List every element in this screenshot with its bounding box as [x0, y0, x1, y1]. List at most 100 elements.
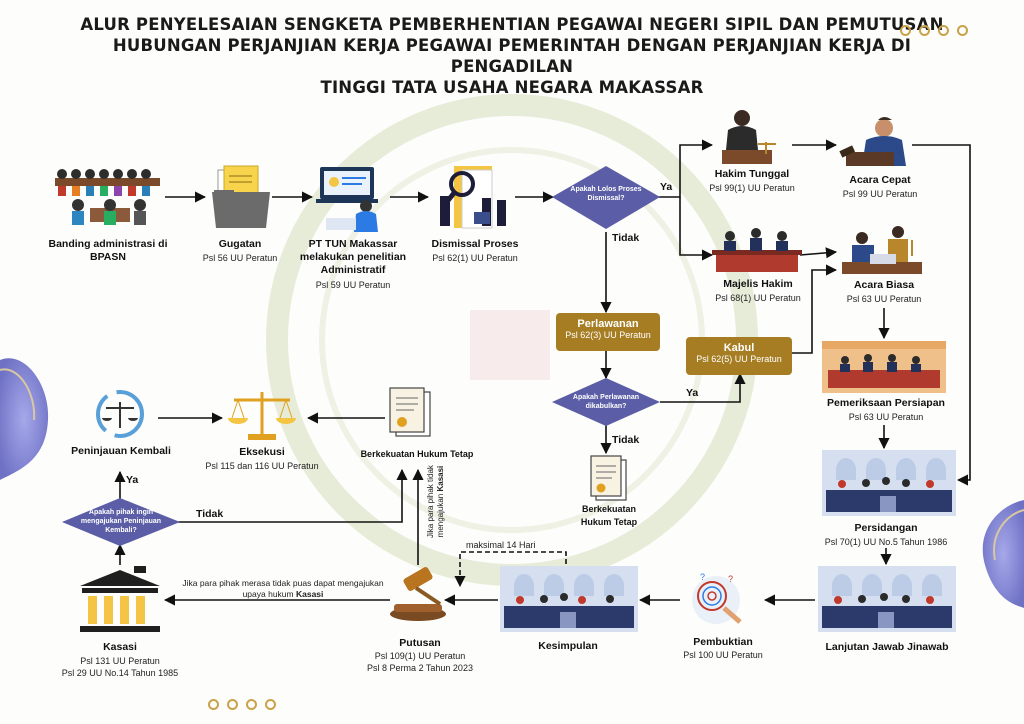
diamond-perlawanan	[552, 378, 660, 426]
node-kabul-ref: Psl 62(5) UU Peratun	[696, 354, 782, 364]
edge-note-kasasi-text: upaya hukum	[242, 589, 296, 599]
svg-text:?: ?	[700, 572, 705, 582]
title-line-3: TINGGI TATA USAHA NEGARA MAKASSAR	[320, 78, 704, 97]
edge-note-vertical-bold: Kasasi	[436, 465, 445, 492]
decision-pk-text: Apakah pihak ingin mengajukan Peninjauan…	[80, 509, 162, 534]
node-majelis-ref: Psl 68(1) UU Peratun	[715, 293, 801, 303]
edge-label-ya-pk: Ya	[126, 474, 139, 486]
courtroom-persidangan-icon	[822, 450, 956, 516]
node-persidangan-label: Persidangan	[854, 522, 918, 534]
node-pttun-label: PT TUN Makassar melakukan penelitian Adm…	[299, 238, 407, 276]
node-lanjutan-label: Lanjutan Jawab Jinawab	[825, 641, 949, 653]
node-acara-biasa-label: Acara Biasa	[853, 279, 915, 291]
people-group-icon	[55, 169, 160, 225]
judge-panel-icon	[712, 228, 802, 272]
node-putusan-ref2: Psl 8 Perma 2 Tahun 2023	[367, 663, 473, 673]
decor-blob-left	[0, 358, 49, 480]
node-dismissal-ref: Psl 62(1) UU Peratun	[432, 253, 518, 263]
node-pemeriksaan-label: Pemeriksaan Persiapan	[827, 397, 945, 409]
edge-note-vertical-text: mengajukan	[436, 491, 445, 538]
edge-note-vertical-line1: Jika para pihak tidak	[426, 465, 435, 538]
watermark-emblem	[470, 310, 550, 380]
node-eksekusi-ref: Psl 115 dan 116 UU Peratun	[205, 461, 319, 471]
node-banding-label: Banding administrasi di BPASN	[48, 238, 168, 263]
arrow-tidak-berkekuatan-top	[178, 468, 408, 523]
certified-document-icon	[389, 387, 431, 437]
dot-icon	[919, 25, 930, 36]
node-gugatan-label: Gugatan	[218, 238, 262, 250]
node-peninjauan-label: Peninjauan Kembali	[71, 445, 171, 457]
node-putusan-label: Putusan	[399, 637, 441, 649]
dot-icon	[938, 25, 949, 36]
edge-note-kasasi: Jika para pihak merasa tidak puas dapat …	[172, 578, 394, 600]
edge-note-kasasi-line1: Jika para pihak merasa tidak puas dapat …	[182, 578, 384, 588]
preliminary-examination-icon	[822, 341, 946, 393]
node-dismissal-label: Dismissal Proses	[431, 238, 519, 250]
edge-label-ya-perlawanan: Ya	[686, 387, 699, 399]
courtroom-lanjutan-icon	[818, 566, 956, 632]
node-pemeriksaan-ref: Psl 63 UU Peratun	[848, 412, 924, 422]
review-scale-icon	[96, 390, 144, 438]
fast-trial-judge-icon	[839, 117, 906, 166]
node-kabul-label: Kabul	[723, 342, 755, 354]
node-pembuktian-ref: Psl 100 UU Peratun	[683, 650, 763, 660]
decision-diamonds	[62, 166, 660, 546]
arrow-ya-majelis	[679, 197, 714, 261]
courthouse-icon	[80, 566, 160, 632]
edge-label-maksimal: maksimal 14 Hari	[466, 540, 536, 550]
node-acara-cepat-label: Acara Cepat	[849, 174, 911, 186]
decor-blob-right	[982, 500, 1024, 608]
arrow-kabul-biasa	[792, 264, 838, 354]
node-perlawanan-ref: Psl 62(3) UU Peratun	[565, 330, 651, 340]
dot-icon	[900, 25, 911, 36]
edge-label-tidak-pk: Tidak	[196, 508, 224, 520]
node-perlawanan-label: Perlawanan	[577, 318, 639, 330]
svg-text:?: ?	[728, 574, 733, 584]
justice-scale-icon	[228, 392, 296, 440]
node-kasasi-ref2: Psl 29 UU No.14 Tahun 1985	[61, 668, 179, 678]
node-hakim-tunggal-label: Hakim Tunggal	[714, 168, 790, 180]
edge-label-tidak-lolos: Tidak	[612, 232, 640, 244]
decision-perlawanan-text: Apakah Perlawanan dikabulkan?	[572, 394, 640, 410]
node-kasasi-label: Kasasi	[103, 641, 137, 653]
certified-document-mid-icon	[590, 455, 627, 501]
node-majelis-label: Majelis Hakim	[723, 278, 793, 290]
node-persidangan-ref: Psl 70(1) UU No.5 Tahun 1986	[824, 537, 948, 547]
folder-icon	[212, 165, 270, 228]
diamond-lolos	[552, 166, 660, 229]
arrow-cepat-persidangan	[912, 144, 971, 486]
title-line-1: ALUR PENYELESAIAN SENGKETA PEMBERHENTIAN…	[80, 15, 944, 34]
arrow-ya-kabul	[660, 372, 746, 403]
decor-dots-top	[900, 25, 968, 36]
node-acara-biasa-ref: Psl 63 UU Peratun	[846, 294, 922, 304]
page-title: ALUR PENYELESAIAN SENGKETA PEMBERHENTIAN…	[60, 14, 964, 98]
edge-note-kasasi-line2: upaya hukum Kasasi	[172, 589, 394, 600]
node-pttun-ref: Psl 59 UU Peratun	[315, 280, 391, 290]
node-pembuktian-label: Pembuktian	[693, 636, 753, 648]
node-putusan-ref1: Psl 109(1) UU Peratun	[374, 651, 466, 661]
edge-label-tidak-perlawanan: Tidak	[612, 434, 640, 446]
research-laptop-icon	[316, 167, 378, 232]
node-berkekuatan-mid-label: Berkekuatan Hukum Tetap	[580, 504, 638, 527]
regular-trial-icon	[842, 226, 922, 274]
courtroom-kesimpulan-icon	[500, 566, 638, 632]
dot-icon	[957, 25, 968, 36]
decision-lolos-text: Apakah Lolos Proses Dismissal?	[570, 186, 642, 202]
node-berkekuatan-top-label: Berkekuatan Hukum Tetap	[360, 449, 474, 459]
dot-icon	[246, 699, 257, 710]
decor-dots-bottom	[208, 699, 276, 710]
decor-blob-left-line	[0, 368, 36, 421]
node-acara-cepat-ref: Psl 99 UU Peratun	[842, 189, 918, 199]
edge-label-ya-lolos: Ya	[660, 181, 673, 193]
dot-icon	[208, 699, 219, 710]
node-kabul-box: Kabul Psl 62(5) UU Peratun	[686, 337, 792, 375]
edge-note-kasasi-bold: Kasasi	[295, 589, 324, 599]
node-eksekusi-label: Eksekusi	[239, 446, 285, 458]
single-judge-icon	[722, 110, 776, 164]
node-kasasi-ref1: Psl 131 UU Peratun	[80, 656, 160, 666]
title-line-2: HUBUNGAN PERJANJIAN KERJA PEGAWAI PEMERI…	[112, 36, 912, 76]
node-hakim-tunggal-ref: Psl 99(1) UU Peratun	[709, 183, 795, 193]
gavel-icon	[390, 567, 446, 621]
